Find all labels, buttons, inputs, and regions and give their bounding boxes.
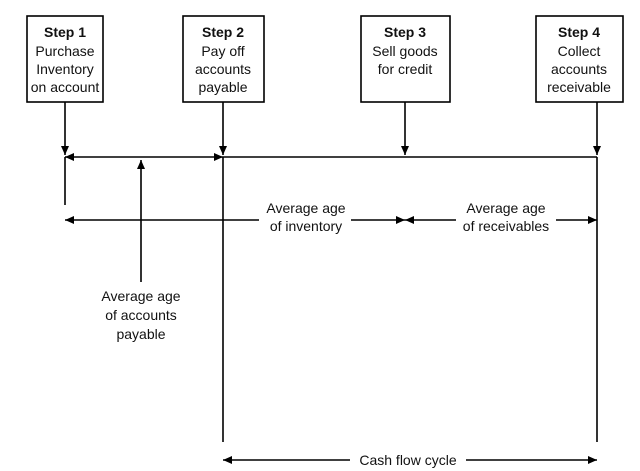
step-3-line-2: for credit [378,61,433,77]
step-4-title: Step 4 [558,24,600,40]
payable-label-line-3: payable [116,326,165,342]
step-2-title: Step 2 [202,24,244,40]
step-4-line-1: Collect [558,43,601,59]
step-1-line-3: on account [31,79,100,95]
step-1-line-1: Purchase [35,43,94,59]
inventory-label-line-1: Average age [266,200,345,216]
step-2-line-3: payable [198,79,247,95]
step-4-line-2: accounts [551,61,607,77]
inventory-label-line-2: of inventory [270,218,342,234]
step-4-box: Step 4 Collect accounts receivable [535,15,624,103]
step-3-box: Step 3 Sell goods for credit [360,15,451,103]
step-1-box: Step 1 Purchase Inventory on account [26,15,104,103]
receivables-label-line-2: of receivables [463,218,549,234]
step-3-title: Step 3 [384,24,426,40]
receivables-label-line-1: Average age [466,200,545,216]
step-2-line-1: Pay off [201,43,244,59]
payable-label-line-1: Average age [101,288,180,304]
step-3-line-1: Sell goods [372,43,437,59]
step-2-box: Step 2 Pay off accounts payable [182,15,265,103]
step-4-line-3: receivable [547,79,611,95]
step-1-line-2: Inventory [36,61,94,77]
step-1-title: Step 1 [44,24,86,40]
payable-label-line-2: of accounts [105,307,177,323]
step-2-line-2: accounts [195,61,251,77]
cash-flow-cycle-label: Cash flow cycle [359,452,456,468]
